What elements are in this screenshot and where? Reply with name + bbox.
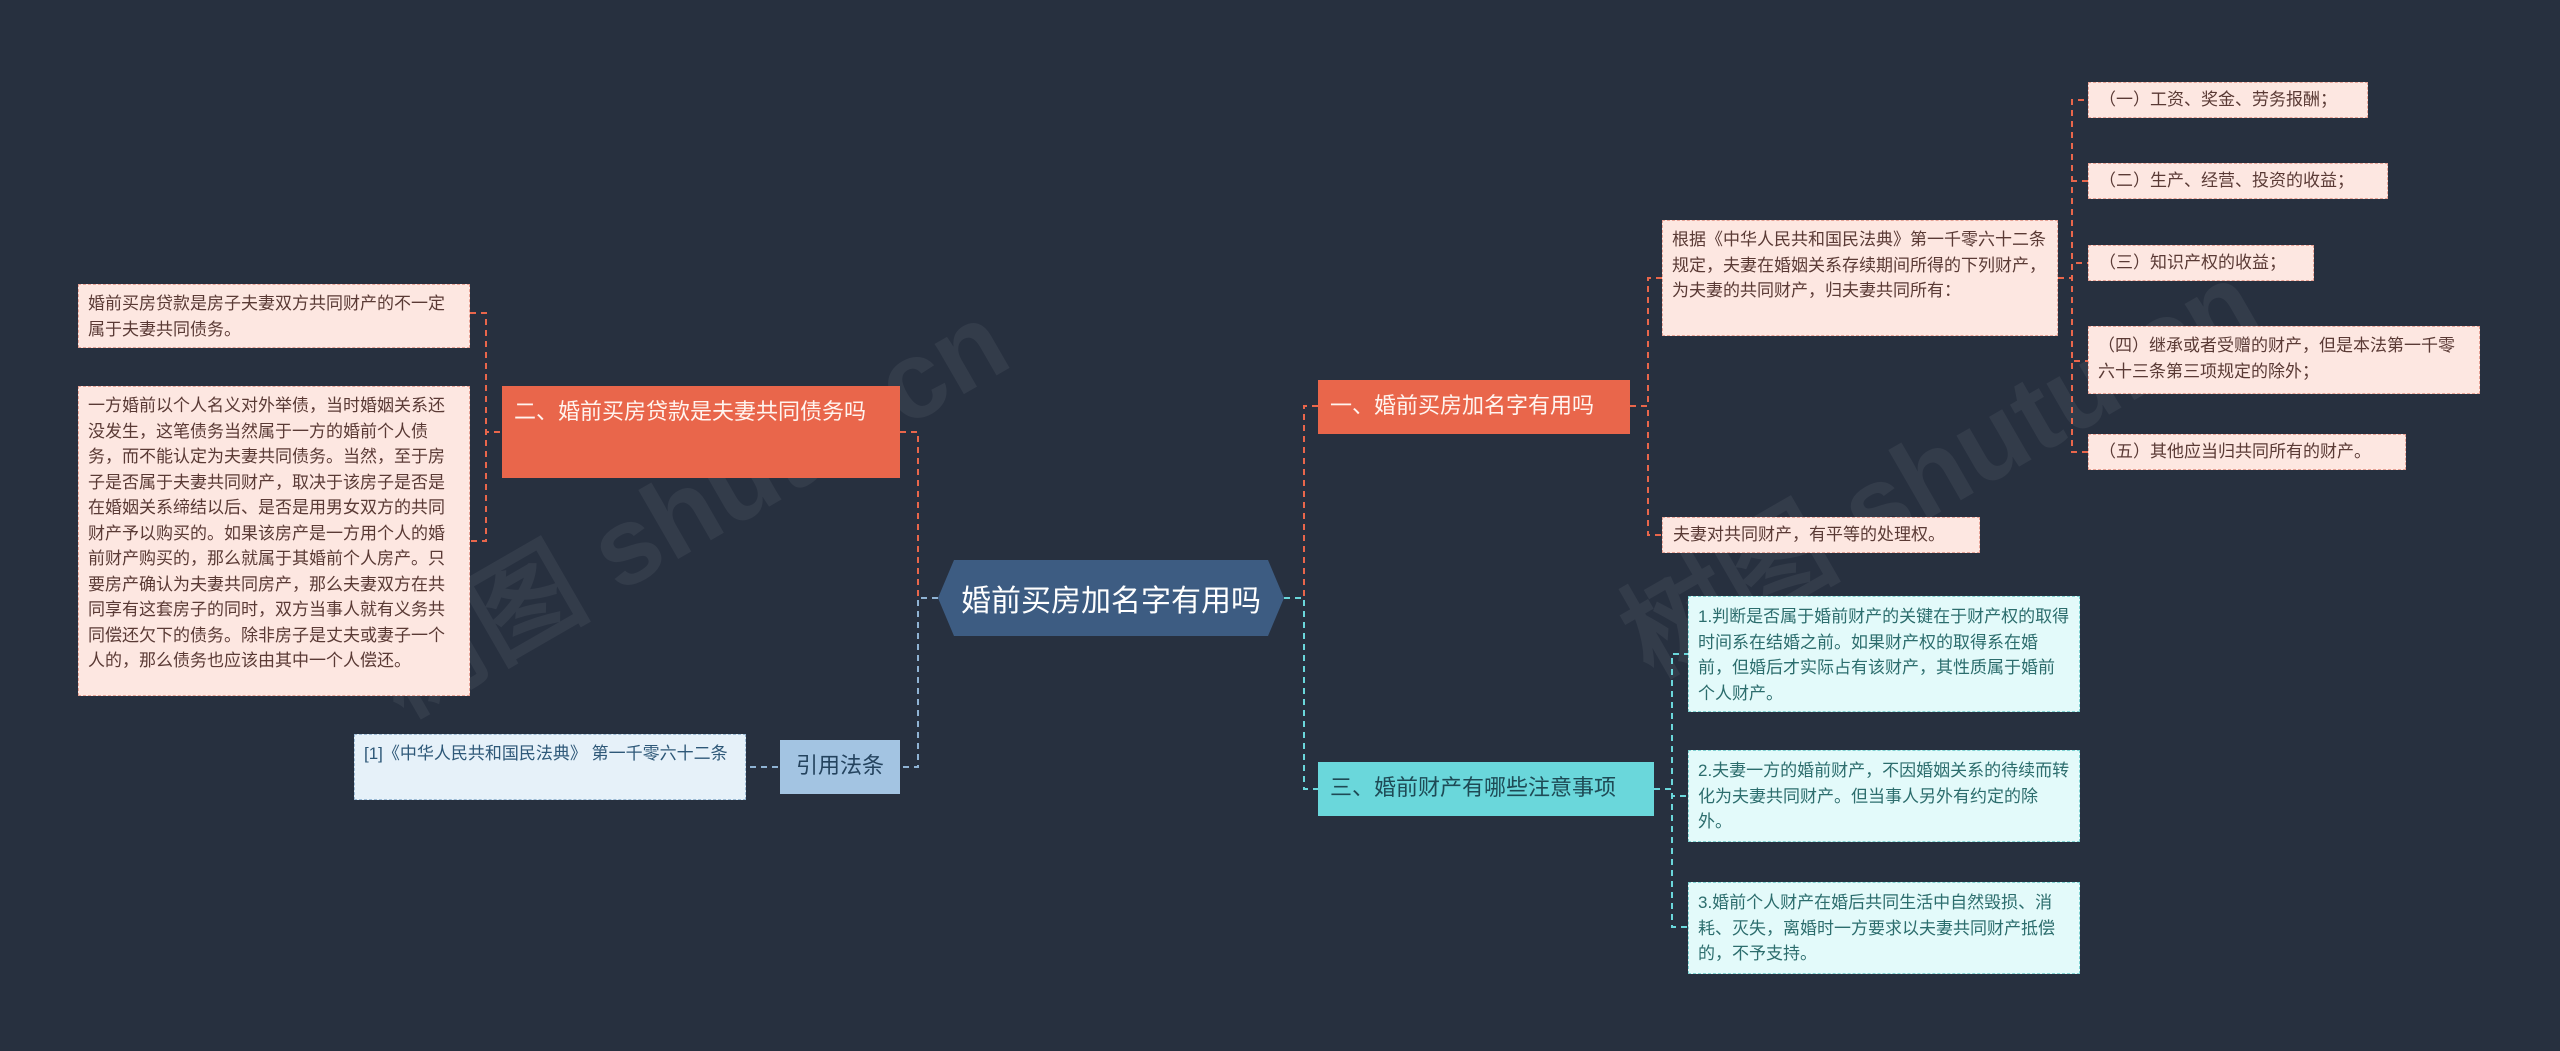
leaf-item-production-income[interactable]: （二）生产、经营、投资的收益；: [2088, 163, 2388, 199]
leaf-text: 2.夫妻一方的婚前财产，不因婚姻关系的待续而转化为夫妻共同财产。但当事人另外有约…: [1698, 761, 2070, 831]
leaf-item-other-property[interactable]: （五）其他应当归共同所有的财产。: [2088, 434, 2406, 470]
leaf-text: 一方婚前以个人名义对外举债，当时婚姻关系还没发生，这笔债务当然属于一方的婚前个人…: [88, 396, 445, 670]
leaf-text: 根据《中华人民共和国民法典》第一千零六十二条规定，夫妻在婚姻关系存续期间所得的下…: [1672, 230, 2046, 300]
root-topic[interactable]: 婚前买房加名字有用吗: [938, 560, 1284, 636]
leaf-civil-code-1062[interactable]: 根据《中华人民共和国民法典》第一千零六十二条规定，夫妻在婚姻关系存续期间所得的下…: [1662, 220, 2058, 336]
leaf-text: 1.判断是否属于婚前财产的关键在于财产权的取得时间系在结婚之前。如果财产权的取得…: [1698, 607, 2070, 703]
leaf-text: [1]《中华人民共和国民法典》 第一千零六十二条: [364, 744, 728, 763]
leaf-note-3[interactable]: 3.婚前个人财产在婚后共同生活中自然毁损、消耗、灭失，离婚时一方要求以夫妻共同财…: [1688, 882, 2080, 974]
leaf-civil-code-reference[interactable]: [1]《中华人民共和国民法典》 第一千零六十二条: [354, 734, 746, 800]
leaf-loan-explanation[interactable]: 一方婚前以个人名义对外举债，当时婚姻关系还没发生，这笔债务当然属于一方的婚前个人…: [78, 386, 470, 696]
leaf-item-ip-income[interactable]: （三）知识产权的收益；: [2088, 245, 2314, 281]
leaf-item-wages[interactable]: （一）工资、奖金、劳务报酬；: [2088, 82, 2368, 118]
leaf-item-inheritance[interactable]: （四）继承或者受赠的财产，但是本法第一千零六十三条第三项规定的除外；: [2088, 326, 2480, 394]
leaf-text: 夫妻对共同财产，有平等的处理权。: [1673, 525, 1945, 544]
branch-prepurchase-loan-debt[interactable]: 二、婚前买房贷款是夫妻共同债务吗: [502, 386, 900, 478]
branch-premarital-property-notes[interactable]: 三、婚前财产有哪些注意事项: [1318, 762, 1654, 816]
leaf-text: （三）知识产权的收益；: [2099, 253, 2286, 272]
branch-label: 引用法条: [795, 753, 884, 778]
root-topic-label: 婚前买房加名字有用吗: [961, 585, 1261, 618]
leaf-text: 3.婚前个人财产在婚后共同生活中自然毁损、消耗、灭失，离婚时一方要求以夫妻共同财…: [1698, 893, 2055, 963]
branch-cited-law[interactable]: 引用法条: [780, 740, 900, 794]
leaf-text: （一）工资、奖金、劳务报酬；: [2099, 90, 2337, 109]
branch-add-name-useful[interactable]: 一、婚前买房加名字有用吗: [1318, 380, 1630, 434]
leaf-text: （四）继承或者受赠的财产，但是本法第一千零六十三条第三项规定的除外；: [2098, 336, 2455, 381]
branch-label: 三、婚前财产有哪些注意事项: [1330, 775, 1617, 800]
leaf-text: （二）生产、经营、投资的收益；: [2099, 171, 2354, 190]
leaf-text: （五）其他应当归共同所有的财产。: [2099, 442, 2371, 461]
leaf-note-1[interactable]: 1.判断是否属于婚前财产的关键在于财产权的取得时间系在结婚之前。如果财产权的取得…: [1688, 596, 2080, 712]
leaf-note-2[interactable]: 2.夫妻一方的婚前财产，不因婚姻关系的待续而转化为夫妻共同财产。但当事人另外有约…: [1688, 750, 2080, 842]
branch-label: 一、婚前买房加名字有用吗: [1330, 393, 1595, 418]
leaf-equal-disposal-right[interactable]: 夫妻对共同财产，有平等的处理权。: [1662, 517, 1980, 553]
leaf-text: 婚前买房贷款是房子夫妻双方共同财产的不一定属于夫妻共同债务。: [88, 294, 445, 339]
leaf-loan-not-joint-debt[interactable]: 婚前买房贷款是房子夫妻双方共同财产的不一定属于夫妻共同债务。: [78, 284, 470, 348]
branch-label: 二、婚前买房贷款是夫妻共同债务吗: [514, 399, 867, 424]
